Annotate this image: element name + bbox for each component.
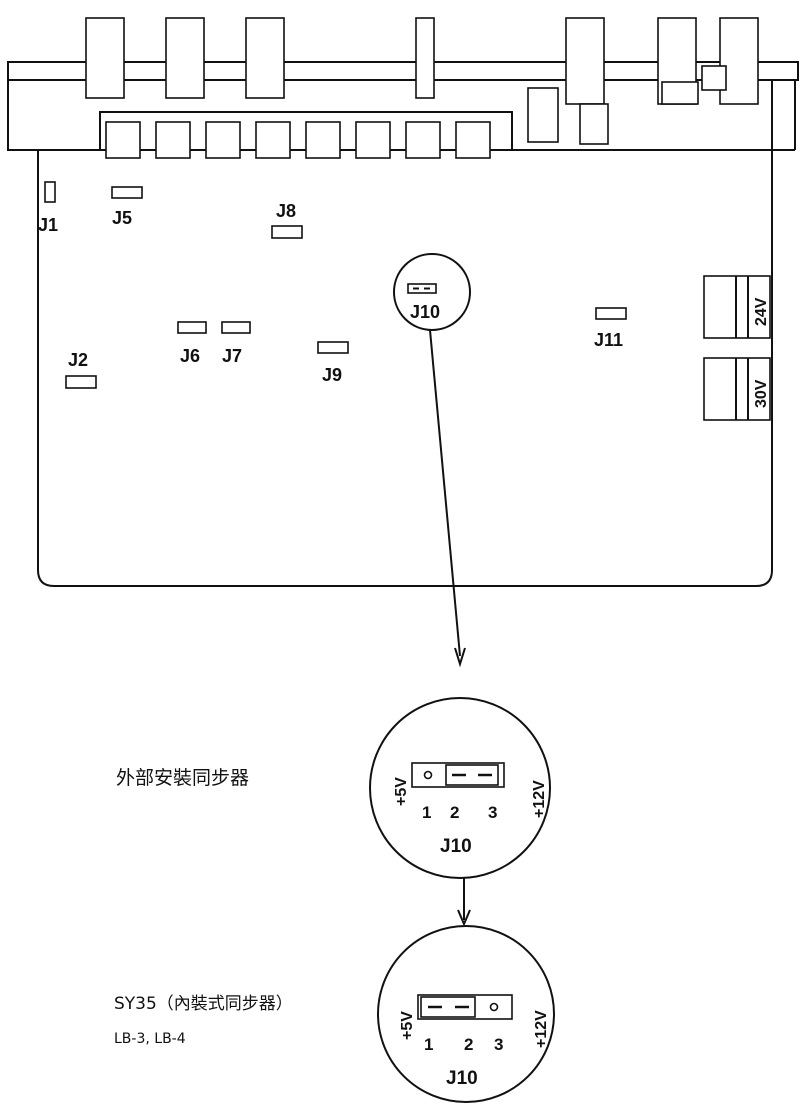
j10-magnifier — [393, 253, 471, 331]
jumper-j2 — [65, 375, 97, 389]
pin-3-open — [489, 1002, 499, 1012]
pin-number-3-top: 3 — [488, 803, 497, 822]
jumper-cap-pins-2-3 — [445, 764, 499, 786]
pin-1-open — [423, 770, 433, 780]
label-j8: J8 — [276, 201, 296, 221]
label-j9: J9 — [322, 365, 342, 385]
jumper-j10 — [407, 283, 437, 294]
leader-line — [429, 329, 461, 657]
label-j7: J7 — [222, 346, 242, 366]
label-30v: 30V — [753, 379, 770, 408]
j10-detail-internal: SY35（內裝式同步器） LB-3, LB-4 +5V +12V 1 2 3 J… — [114, 925, 555, 1103]
caption-external-synchronizer: 外部安裝同步器 — [116, 767, 249, 789]
label-plus5v-bottom: +5V — [399, 1011, 416, 1040]
pin-number-2-top: 2 — [450, 803, 459, 822]
label-j6: J6 — [180, 346, 200, 366]
label-j10-bottom: J10 — [446, 1068, 478, 1089]
label-plus12v-bottom: +12V — [533, 1010, 550, 1048]
label-j2: J2 — [68, 350, 88, 370]
pin-number-1-top: 1 — [422, 803, 431, 822]
arrow-head-down — [457, 909, 471, 927]
pin-number-1-bottom: 1 — [424, 1035, 433, 1054]
jumper-j6 — [177, 321, 207, 334]
jumper-j1 — [44, 181, 56, 203]
label-j10: J10 — [410, 302, 440, 322]
arrow-head-down — [454, 647, 466, 668]
label-24v: 24V — [753, 297, 770, 326]
leader-arrows — [429, 329, 471, 927]
jumper-j11 — [595, 307, 627, 320]
label-j5: J5 — [112, 208, 132, 228]
label-plus5v-top: +5V — [393, 777, 410, 806]
label-j11: J11 — [594, 330, 623, 350]
caption-models: LB-3, LB-4 — [114, 1031, 186, 1047]
pin-number-2-bottom: 2 — [464, 1035, 473, 1054]
detail-circle-bottom — [377, 925, 555, 1103]
label-plus12v-top: +12V — [531, 780, 548, 818]
jumper-j7 — [221, 321, 251, 334]
detail-circle-top — [369, 697, 551, 879]
jumper-j9 — [317, 341, 349, 354]
jumper-cap-pins-1-2 — [420, 996, 476, 1018]
j10-detail-external: 外部安裝同步器 +5V +12V 1 2 3 J10 — [116, 697, 551, 879]
jumper-j8 — [271, 225, 303, 239]
pin-number-3-bottom: 3 — [494, 1035, 503, 1054]
circuit-board: J1 J2 J5 J6 J7 J8 J9 J10 J11 24V 30V — [7, 17, 799, 587]
jumper-j5 — [111, 186, 143, 199]
label-j1: J1 — [38, 215, 58, 235]
label-j10-top: J10 — [440, 836, 472, 857]
caption-internal-synchronizer: SY35（內裝式同步器） — [114, 994, 293, 1014]
